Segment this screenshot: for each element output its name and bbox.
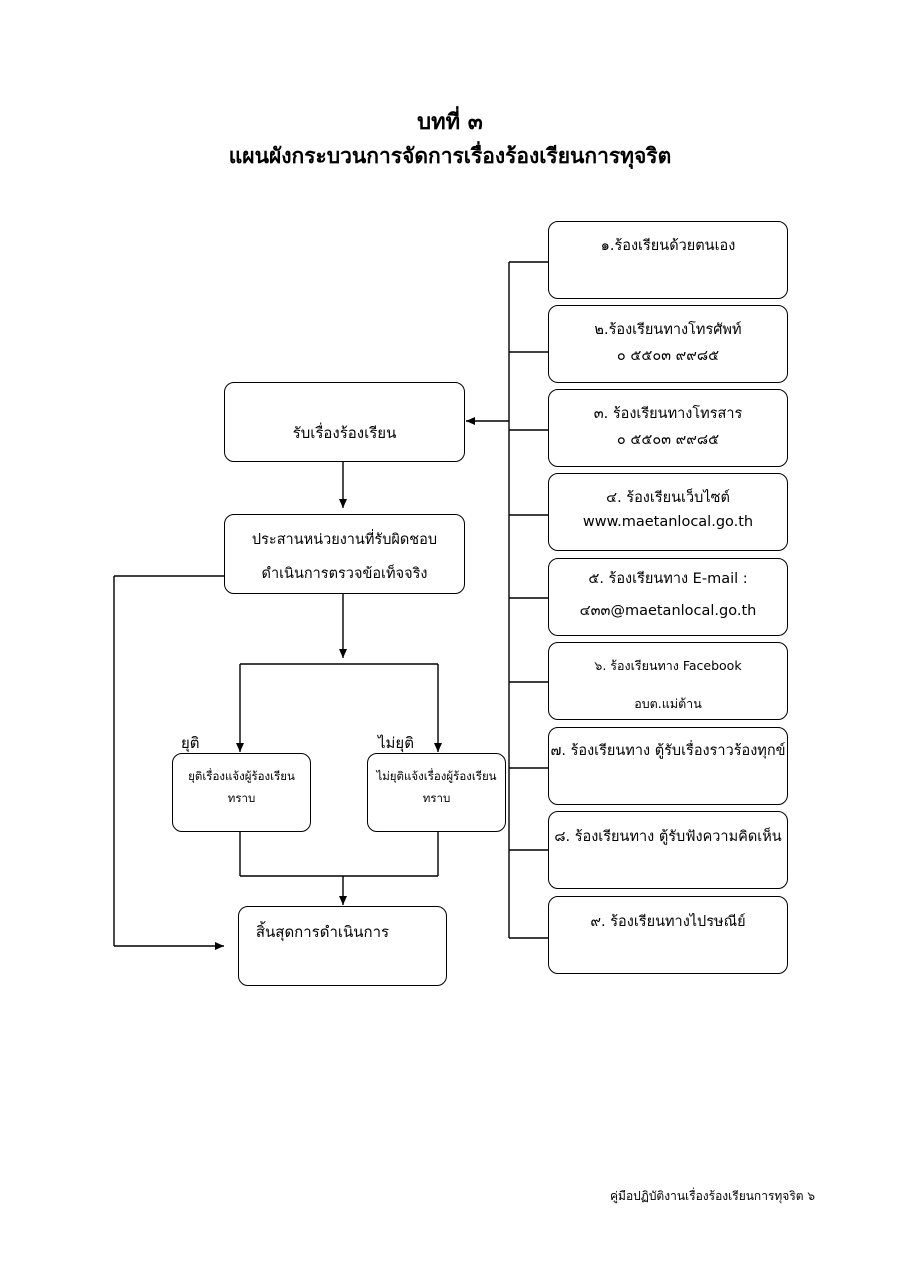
channel-box-2: ๒.ร้องเรียนทางโทรศัพท์ ๐ ๕๕๐๓ ๙๙๘๕ — [548, 305, 788, 383]
stop-branch-label: ยุติ — [181, 734, 200, 752]
channel-label: ๓. ร้องเรียนทางโทรสาร — [593, 406, 743, 422]
channel-box-7: ๗. ร้องเรียนทาง ตู้รับเรื่องราวร้องทุกข์ — [548, 727, 788, 805]
channel-detail: ๐ ๕๕๐๓ ๙๙๘๕ — [616, 432, 720, 448]
channel-detail: ๔๓๓@maetanlocal.go.th — [579, 603, 757, 619]
channel-label: ๗. ร้องเรียนทาง ตู้รับเรื่องราวร้องทุกข์ — [550, 743, 786, 759]
nostop-notify-label-2: ทราบ — [422, 791, 451, 805]
channel-detail: ๐ ๕๕๐๓ ๙๙๘๕ — [616, 348, 720, 364]
channel-box-1: ๑.ร้องเรียนด้วยตนเอง — [548, 221, 788, 299]
coordinate-label-2: ดำเนินการตรวจข้อเท็จจริง — [261, 566, 428, 582]
receive-complaint-label: รับเรื่องร้องเรียน — [292, 424, 397, 442]
nostop-notify-box: ไม่ยุติแจ้งเรื่องผู้ร้องเรียน ทราบ — [367, 753, 506, 832]
channel-label: ๙. ร้องเรียนทางไปรษณีย์ — [590, 914, 746, 930]
page-title: แผนผังกระบวนการจัดการเรื่องร้องเรียนการท… — [228, 144, 672, 168]
end-process-box: สิ้นสุดการดำเนินการ — [238, 906, 447, 986]
channel-label: ๑.ร้องเรียนด้วยตนเอง — [600, 238, 736, 254]
stop-notify-label-2: ทราบ — [227, 791, 256, 805]
stop-notify-box: ยุติเรื่องแจ้งผู้ร้องเรียน ทราบ — [172, 753, 311, 832]
coordinate-box: ประสานหน่วยงานที่รับผิดชอบ ดำเนินการตรวจ… — [224, 514, 465, 594]
chapter-heading: บทที่ ๓ — [417, 110, 483, 135]
channel-detail: อบต.แม่ต้าน — [634, 696, 702, 711]
channel-label: ๘. ร้องเรียนทาง ตู้รับฟังความคิดเห็น — [554, 829, 782, 845]
channel-box-9: ๙. ร้องเรียนทางไปรษณีย์ — [548, 896, 788, 974]
end-process-label: สิ้นสุดการดำเนินการ — [255, 923, 390, 941]
channel-box-8: ๘. ร้องเรียนทาง ตู้รับฟังความคิดเห็น — [548, 811, 788, 889]
channel-box-4: ๔. ร้องเรียนเว็บไซต์ www.maetanlocal.go.… — [548, 473, 788, 551]
channel-box-6: ๖. ร้องเรียนทาง Facebook อบต.แม่ต้าน — [548, 642, 788, 720]
nostop-branch-label: ไม่ยุติ — [378, 734, 414, 752]
channel-label: ๕. ร้องเรียนทาง E-mail : — [588, 571, 748, 587]
channel-box-5: ๕. ร้องเรียนทาง E-mail : ๔๓๓@maetanlocal… — [548, 558, 788, 636]
channel-detail: www.maetanlocal.go.th — [582, 514, 754, 530]
nostop-notify-label-1: ไม่ยุติแจ้งเรื่องผู้ร้องเรียน — [376, 769, 497, 783]
channel-label: ๔. ร้องเรียนเว็บไซต์ — [606, 490, 730, 506]
receive-complaint-box: รับเรื่องร้องเรียน — [224, 382, 465, 462]
coordinate-label-1: ประสานหน่วยงานที่รับผิดชอบ — [251, 532, 438, 548]
channel-box-3: ๓. ร้องเรียนทางโทรสาร ๐ ๕๕๐๓ ๙๙๘๕ — [548, 389, 788, 467]
channel-label: ๒.ร้องเรียนทางโทรศัพท์ — [594, 322, 742, 338]
channel-label: ๖. ร้องเรียนทาง Facebook — [594, 658, 742, 673]
page-footer: คู่มือปฏิบัติงานเรื่องร้องเรียนการทุจริต… — [610, 1189, 815, 1203]
stop-notify-label-1: ยุติเรื่องแจ้งผู้ร้องเรียน — [188, 769, 295, 783]
